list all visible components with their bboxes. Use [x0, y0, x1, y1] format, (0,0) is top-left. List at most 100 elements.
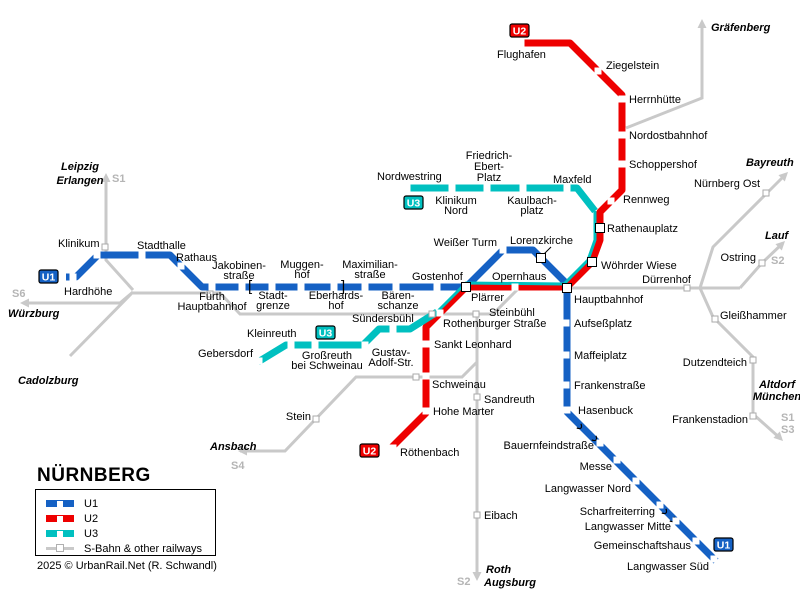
label-bauernfeindstrasse: Bauernfeindstraße	[504, 440, 595, 452]
station-frankenstadion-s	[749, 412, 757, 420]
label-duerrenhof: Dürrenhof	[642, 274, 692, 286]
label-messe: Messe	[580, 461, 612, 473]
copyright-text: 2025 © UrbanRail.Net (R. Schwandl)	[37, 560, 217, 572]
label-friedrich-ebert-platz: Friedrich-Ebert-Platz	[466, 150, 513, 184]
station-maffeiplatz	[562, 351, 570, 359]
station-rothenburger-s	[428, 310, 436, 318]
label-baerenschanze: Bären-schanze	[378, 290, 419, 312]
station-langwasser-nord	[632, 477, 640, 485]
station-schweinau	[422, 372, 430, 380]
station-stein	[312, 415, 320, 423]
svg-text:U2: U2	[513, 26, 527, 38]
label-graefenberg: Gräfenberg	[711, 22, 771, 34]
label-klinikum: Klinikum	[58, 238, 100, 250]
label-lauf: Lauf	[765, 230, 790, 242]
railway-arrow-s1-north	[101, 173, 111, 182]
label-kaulbachplatz: Kaulbach-platz	[507, 195, 557, 217]
station-klinikum-nord	[448, 184, 456, 192]
station-nordwestring	[403, 184, 411, 192]
legend-item-u2: U2	[36, 511, 215, 526]
label-s1-north: S1	[112, 173, 125, 185]
station-gleisshammer	[711, 315, 719, 323]
line-badge-u3-west: U3	[315, 325, 336, 340]
label-frankenstadion: Frankenstadion	[672, 414, 748, 426]
label-gleisshammer: Gleißhammer	[720, 310, 787, 322]
line-badge-u3-north: U3	[403, 195, 424, 210]
station-sandreuth	[473, 393, 481, 401]
station-frankenstrasse	[562, 381, 570, 389]
railway-cadolzburg	[68, 290, 135, 358]
label-sankt-leonhard: Sankt Leonhard	[434, 339, 512, 351]
label-hardhoehe: Hardhöhe	[64, 286, 112, 298]
station-friedrich-ebert-platz	[483, 184, 491, 192]
station-lorenzkirche	[536, 253, 546, 263]
label-maffeiplatz: Maffeiplatz	[574, 350, 627, 362]
label-schoppershof: Schoppershof	[629, 159, 698, 171]
station-eberhardshof	[330, 283, 338, 291]
label-muggenhof: Muggen-hof	[280, 259, 324, 281]
station-rothenburger-strasse	[436, 309, 444, 317]
station-hardhoehe	[69, 273, 77, 281]
label-hauptbahnhof: Hauptbahnhof	[574, 294, 644, 306]
label-ziegelstein: Ziegelstein	[606, 60, 659, 72]
legend-item-sbahn: S-Bahn & other railways	[36, 541, 215, 556]
boundary-bracket: [	[248, 278, 253, 295]
label-langwasser-sued: Langwasser Süd	[627, 561, 709, 573]
station-rathaus	[177, 262, 185, 270]
label-stein: Stein	[286, 411, 311, 423]
station-maxfeld	[563, 184, 571, 192]
station-opernhaus	[511, 283, 519, 291]
station-woehrder-wiese	[587, 257, 597, 267]
label-eberhardshof: Eberhards-hof	[309, 290, 364, 312]
label-langwasser-nord: Langwasser Nord	[545, 483, 631, 495]
label-s4: S4	[231, 460, 245, 472]
station-nuernberg-ost	[762, 189, 770, 197]
station-baerenschanze	[392, 283, 400, 291]
label-kleinreuth: Kleinreuth	[247, 328, 297, 340]
railway-arrow-roth	[472, 572, 482, 581]
station-eibach	[473, 511, 481, 519]
line-badge-u1-west: U1	[38, 269, 59, 284]
label-weisser-turm: Weißer Turm	[434, 237, 497, 249]
railway-arrow-ansbach	[238, 446, 247, 456]
label-gebersdorf: Gebersdorf	[198, 348, 254, 360]
railway-graefenberg	[625, 22, 704, 130]
label-lorenzkirche: Lorenzkirche	[510, 235, 573, 247]
station-plaerrer	[461, 282, 471, 292]
station-maximilianstrasse	[361, 283, 369, 291]
station-gemeinschaftshaus	[692, 537, 700, 545]
label-gemeinschaftshaus: Gemeinschaftshaus	[594, 540, 692, 552]
station-langwasser-mitte	[672, 517, 680, 525]
station-rennweg	[607, 197, 615, 205]
station-klinikum	[93, 251, 101, 259]
station-gebersdorf	[255, 357, 263, 365]
label-stadthalle: Stadthalle	[137, 240, 186, 252]
legend-sample-u3	[46, 530, 74, 537]
station-weisser-turm	[499, 246, 507, 254]
railway-s1-north	[104, 176, 135, 292]
label-maxfeld: Maxfeld	[553, 174, 592, 186]
label-steinbuehl: Steinbühl	[489, 307, 535, 319]
station-muggenhof	[297, 283, 305, 291]
tunnel-portal-mark	[661, 508, 668, 515]
svg-text:U2: U2	[363, 446, 377, 458]
tunnel-portal-mark	[591, 435, 598, 442]
station-stadthalle	[138, 251, 146, 259]
line-u3-0	[407, 184, 598, 214]
station-hasenbuck	[563, 406, 571, 414]
station-fuerth-hauptbahnhof	[208, 283, 216, 291]
label-hasenbuck: Hasenbuck	[578, 405, 634, 417]
label-roethenbach: Röthenbach	[400, 447, 459, 459]
label-ansbach: Ansbach	[209, 441, 257, 453]
label-stadtgrenze: Stadt-grenze	[256, 290, 290, 312]
station-messe	[613, 456, 621, 464]
label-nuernberg-ost: Nürnberg Ost	[694, 178, 760, 190]
label-s2-east: S2	[771, 255, 784, 267]
station-jakobinenstrasse	[238, 283, 246, 291]
